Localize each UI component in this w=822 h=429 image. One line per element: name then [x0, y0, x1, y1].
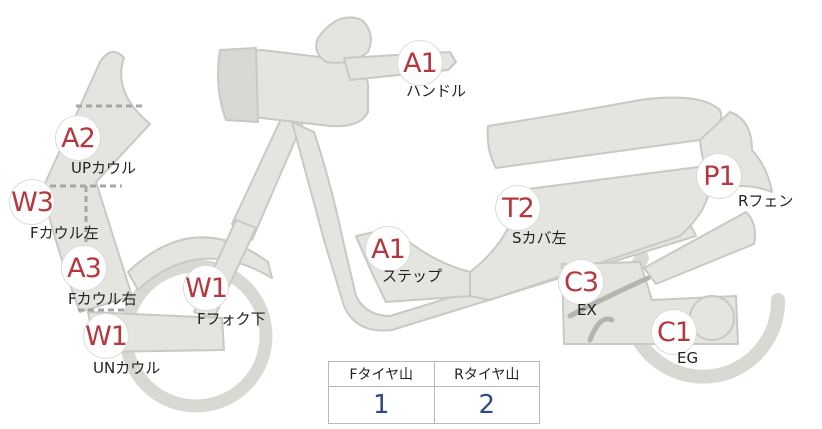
marker-under-cowl: W1: [84, 314, 128, 358]
label-step: ステップ: [382, 267, 443, 285]
label-engine: EG: [677, 349, 699, 367]
table-value-row: 1 2: [328, 386, 540, 424]
value-front-tire: 1: [328, 386, 435, 424]
header-rear-tire: Rタイヤ山: [433, 361, 540, 387]
label-upper-cowl: UPカウル: [71, 159, 137, 177]
headlight-front: [217, 47, 259, 123]
rear-shock: [643, 211, 756, 285]
marker-front-cowl-left: W3: [10, 180, 54, 224]
label-rear-fender: Rフェン: [738, 192, 794, 210]
label-front-cowl-left: Fカウル左: [30, 224, 99, 242]
label-exhaust: EX: [577, 301, 597, 319]
exhaust-pipe: [567, 275, 651, 319]
marker-exhaust: C3: [559, 260, 603, 304]
marker-front-cowl-right: A3: [62, 246, 106, 290]
marker-rear-fender: P1: [697, 154, 741, 198]
front-cowl: [41, 51, 151, 313]
exhaust-bend: [587, 316, 615, 343]
marker-upper-cowl: A2: [56, 116, 100, 160]
marker-handlebar: A1: [398, 41, 442, 85]
tire-tread-table: Fタイヤ山 Rタイヤ山 1 2: [328, 361, 540, 424]
seat: [486, 96, 722, 169]
header-front-tire: Fタイヤ山: [328, 361, 435, 387]
label-handlebar: ハンドル: [406, 82, 467, 100]
marker-engine: C1: [652, 310, 696, 354]
label-side-cover-left: Sカバ左: [512, 229, 567, 247]
label-front-fork-lower: Fフォク下: [197, 310, 266, 328]
marker-step: A1: [366, 227, 410, 271]
rear-hub: [689, 295, 735, 341]
label-front-cowl-right: Fカウル右: [68, 290, 137, 308]
marker-side-cover-left: T2: [496, 186, 540, 230]
marker-front-fork-lower: W1: [184, 266, 228, 310]
table-header-row: Fタイヤ山 Rタイヤ山: [328, 361, 540, 387]
mirror: [315, 16, 372, 64]
value-rear-tire: 2: [433, 386, 540, 424]
label-under-cowl: UNカウル: [93, 359, 161, 377]
